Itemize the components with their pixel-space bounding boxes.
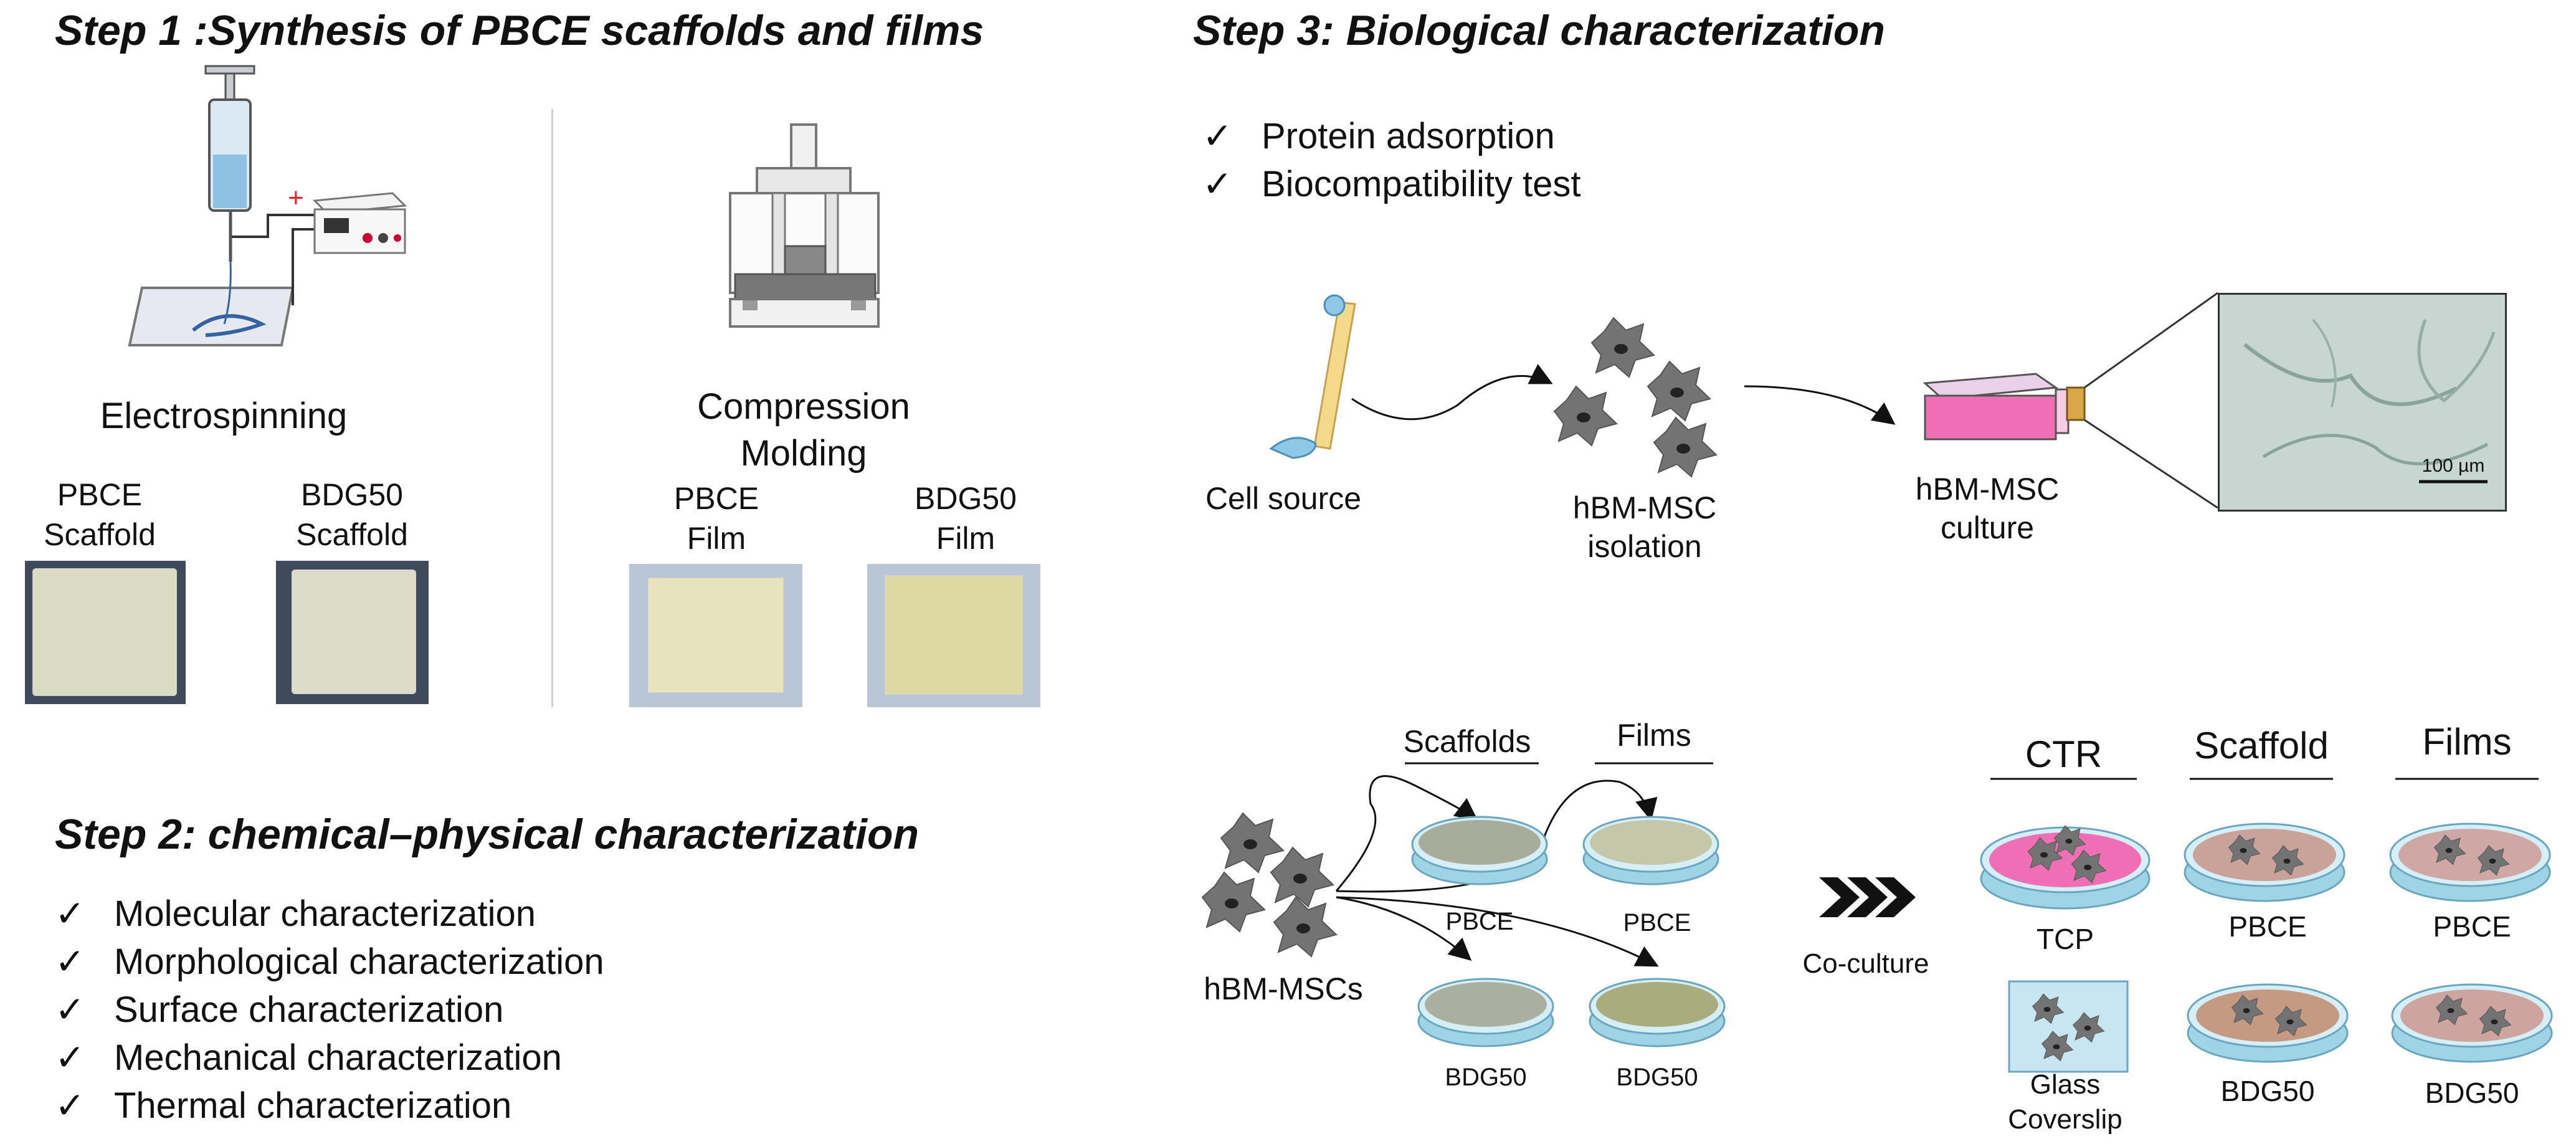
culture-label-2: culture (1940, 510, 2035, 545)
dish-label-bdg50-scaffold: BDG50 (1445, 1064, 1527, 1091)
step2-item: ✓Thermal characterization (55, 1082, 604, 1130)
dish-icon (1589, 978, 1726, 1047)
culture-label-1: hBM-MSC (1915, 472, 2060, 507)
step1-divider (551, 109, 553, 707)
isolation-label-2: isolation (1587, 529, 1702, 564)
dish-label-bdg50-film: BDG50 (1616, 1064, 1698, 1091)
coculture-dish-icon (2391, 983, 2553, 1063)
step3-list: ✓Protein adsorption ✓Biocompatibility te… (1202, 112, 1581, 208)
films-header-2: Films (2422, 721, 2512, 763)
dish-icon (1582, 816, 1719, 885)
cell-icon (1270, 847, 1334, 907)
sample-photo-bdg50-scaffold (276, 561, 429, 704)
step2-item: ✓Morphological characterization (55, 938, 604, 986)
step2-list: ✓Molecular characterization ✓Morphologic… (55, 890, 604, 1130)
coculture-label-bdg50-film: BDG50 (2425, 1077, 2519, 1109)
cell-icon (1220, 813, 1284, 873)
step2-item: ✓Surface characterization (55, 986, 604, 1034)
sample-label-pbce-scaffold-2: Scaffold (44, 517, 156, 552)
coculture-label: Co-culture (1802, 948, 1929, 979)
tcp-label: TCP (2037, 923, 2094, 955)
dish-icon (1417, 978, 1554, 1047)
checkmark-icon: ✓ (55, 894, 85, 934)
coculture-label-pbce-scaffold: PBCE (2228, 910, 2307, 943)
step1-title: Step 1 :Synthesis of PBCE scaffolds and … (55, 7, 984, 54)
checkmark-icon: ✓ (55, 941, 85, 982)
checkmark-icon: ✓ (1202, 116, 1233, 156)
hbm-mscs-label: hBM-MSCs (1204, 971, 1363, 1006)
coculture-label-pbce-film: PBCE (2433, 910, 2511, 943)
step2-title: Step 2: chemical–physical characterizati… (55, 811, 920, 858)
compression-label-line1: Compression (697, 386, 910, 427)
coculture-dish-icon (2187, 983, 2349, 1063)
sample-label-bdg50-film-2: Film (936, 521, 996, 556)
step2-item: ✓Mechanical characterization (55, 1034, 604, 1082)
sample-label-pbce-film-1: PBCE (673, 481, 759, 516)
checkmark-icon: ✓ (1202, 164, 1233, 204)
sample-photo-pbce-film (629, 564, 802, 707)
sample-label-bdg50-film-1: BDG50 (915, 481, 1017, 516)
checkmark-icon: ✓ (55, 1037, 85, 1078)
micrograph-image: 100 µm (2218, 293, 2507, 512)
sample-label-bdg50-scaffold-1: BDG50 (301, 477, 403, 512)
cell-icon (1273, 897, 1337, 957)
glass-label-2: Coverslip (2008, 1104, 2122, 1135)
films-header: Films (1617, 718, 1691, 753)
ctr-header: CTR (2025, 733, 2103, 775)
dish-label-pbce-scaffold: PBCE (1445, 908, 1514, 935)
dish-label-pbce-film: PBCE (1623, 909, 1691, 937)
chevron-right-icon (1819, 877, 1916, 917)
bone-icon (1269, 294, 1356, 459)
checkmark-icon: ✓ (55, 989, 85, 1030)
sample-label-pbce-film-2: Film (687, 521, 746, 556)
cell-source-label: Cell source (1205, 481, 1362, 516)
glass-label-1: Glass (2030, 1069, 2101, 1100)
electrospinning-label: Electrospinning (100, 396, 348, 436)
sample-label-bdg50-scaffold-2: Scaffold (296, 517, 408, 552)
coculture-label-bdg50-scaffold: BDG50 (2220, 1075, 2315, 1107)
culture-flask-icon (1922, 373, 2086, 441)
step3-title: Step 3: Biological characterization (1193, 7, 1885, 54)
sample-photo-pbce-scaffold (25, 561, 186, 704)
step2-item: ✓Molecular characterization (55, 890, 604, 938)
compression-label-line2: Molding (740, 433, 867, 474)
cell-icon (1202, 872, 1265, 932)
scaffold-header: Scaffold (2194, 725, 2329, 766)
step3-item: ✓Biocompatibility test (1202, 160, 1581, 208)
sample-photo-bdg50-film (867, 564, 1040, 707)
coculture-dish-icon (2184, 822, 2345, 902)
glass-coverslip-icon (2008, 980, 2129, 1073)
sample-label-pbce-scaffold-1: PBCE (57, 477, 143, 512)
tcp-dish-icon (1980, 825, 2151, 910)
scaffolds-header: Scaffolds (1403, 724, 1531, 759)
scale-bar-label: 100 µm (2422, 455, 2485, 476)
step3-item: ✓Protein adsorption (1202, 112, 1581, 160)
checkmark-icon: ✓ (55, 1085, 85, 1126)
coculture-dish-icon (2389, 822, 2551, 902)
svg-text:+: + (288, 183, 304, 213)
isolation-label-1: hBM-MSC (1572, 490, 1717, 525)
dish-icon (1411, 816, 1548, 885)
